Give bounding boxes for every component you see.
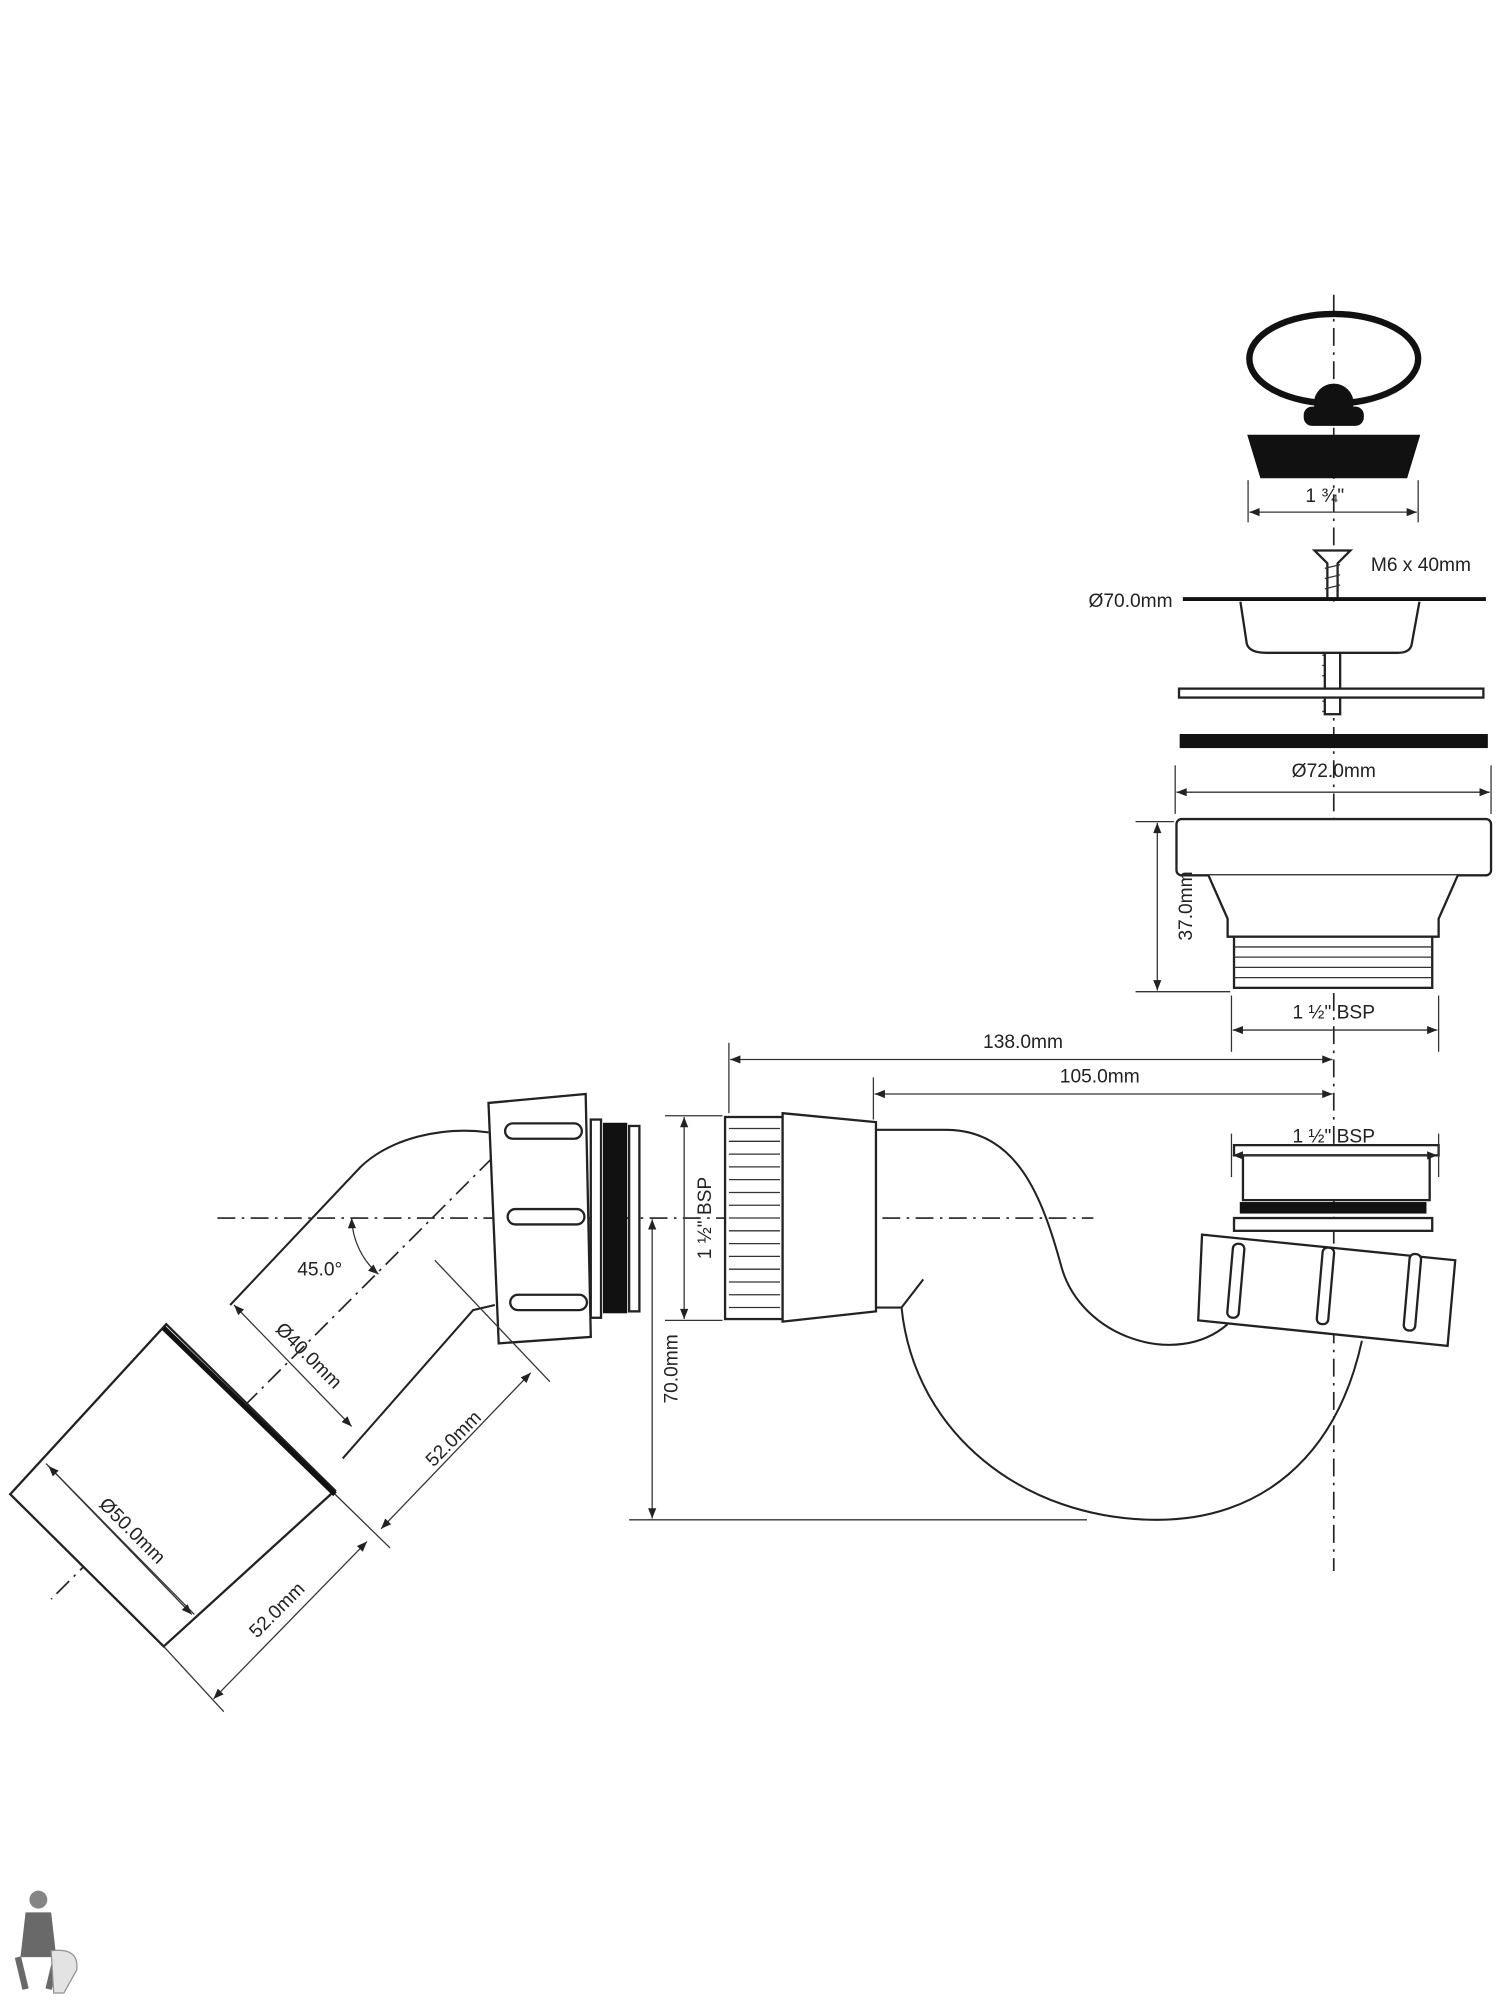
svg-text:1 ½" BSP: 1 ½" BSP <box>1293 1127 1375 1148</box>
svg-text:1 ½" BSP: 1 ½" BSP <box>695 1177 716 1259</box>
gasket <box>1179 734 1488 749</box>
seal-depth-dimension: 70.0mm <box>629 1219 1087 1521</box>
screw-label: M6 x 40mm <box>1371 555 1471 576</box>
svg-text:70.0mm: 70.0mm <box>662 1334 683 1403</box>
svg-text:1 ½" BSP: 1 ½" BSP <box>1293 1003 1375 1024</box>
washer <box>1177 687 1485 699</box>
gasket-dimension: Ø72.0mm <box>1174 761 1492 814</box>
waste-body <box>1175 817 1493 990</box>
svg-text:52.0mm: 52.0mm <box>422 1407 486 1471</box>
svg-text:138.0mm: 138.0mm <box>983 1032 1063 1053</box>
outlet-threaded-end <box>723 1111 878 1323</box>
outlet-total-length-dimension: 138.0mm <box>728 1032 1333 1114</box>
trap-thread-dimension: 1 ½" BSP <box>1230 1127 1440 1178</box>
grate <box>1182 597 1486 654</box>
plumber-logo <box>14 1890 78 1994</box>
angle-dimension: 45.0° <box>297 1218 379 1281</box>
outlet-length-dimension: 105.0mm <box>872 1066 1333 1120</box>
svg-text:45.0°: 45.0° <box>297 1260 342 1281</box>
body-height-dimension: 37.0mm <box>1135 820 1231 993</box>
elbow-pipe <box>229 1129 496 1460</box>
inlet-thread-dimension: 1 ½" BSP <box>664 1115 723 1321</box>
svg-text:Ø72.0mm: Ø72.0mm <box>1292 761 1376 782</box>
svg-text:105.0mm: 105.0mm <box>1060 1066 1140 1087</box>
trap-union-nut <box>1197 1143 1457 1348</box>
trap-pipe <box>875 1128 1363 1521</box>
elbow-nut <box>487 1092 641 1345</box>
body-thread-dimension: 1 ½" BSP <box>1230 995 1440 1052</box>
svg-text:1 ¾": 1 ¾" <box>1305 486 1344 507</box>
plug-stopper <box>1246 310 1422 479</box>
plug-width-dimension: 1 ¾" <box>1247 480 1419 523</box>
grate-dia-label: Ø70.0mm <box>1088 591 1172 612</box>
svg-text:37.0mm: 37.0mm <box>1176 871 1197 940</box>
